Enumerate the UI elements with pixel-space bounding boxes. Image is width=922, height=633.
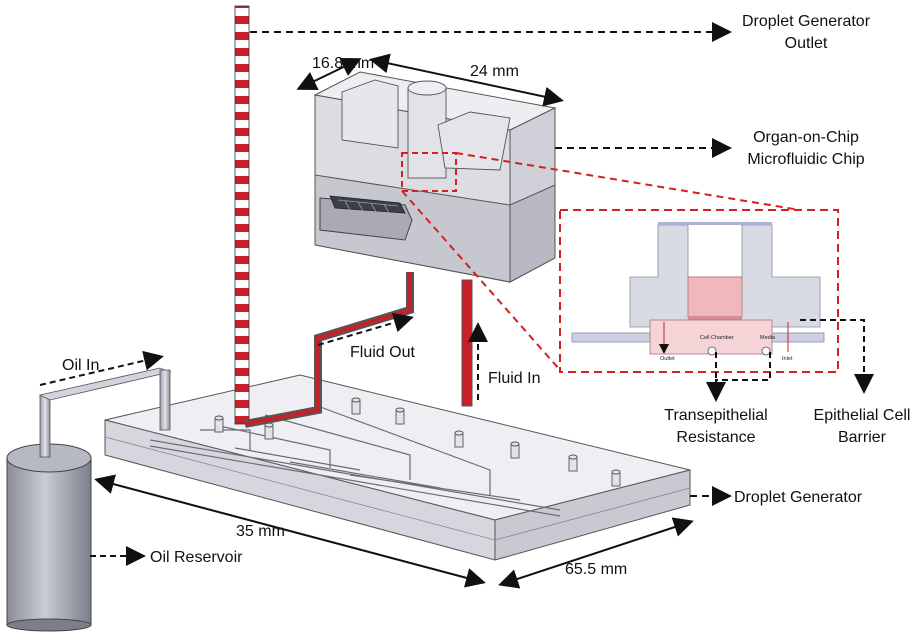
label-transepithelial-2: Resistance [676, 429, 755, 446]
inset-media-label: Media [760, 335, 776, 341]
inset-cross-section: Cell Chamber Media Outlet Inlet [559, 209, 839, 373]
dim-chip-depth-label: 16.8 mm [312, 55, 374, 72]
label-droplet-generator-outlet-2: Outlet [785, 35, 828, 52]
label-fluid-in: Fluid In [488, 370, 540, 387]
dim-base-depth-label: 65.5 mm [565, 561, 627, 578]
oil-reservoir [6, 443, 92, 632]
fluid-in-tube [461, 279, 473, 407]
inset-inlet-label: Inlet [782, 356, 793, 362]
dim-chip-width-arrow [369, 53, 564, 107]
outlet-tube [234, 5, 250, 425]
label-organ-on-chip-1: Organ-on-Chip [753, 129, 859, 146]
base-posts [214, 397, 621, 487]
fluid-out-tube [244, 272, 414, 428]
dim-chip-depth-arrow [296, 57, 362, 91]
epithelial-callout-line [800, 319, 874, 394]
label-transepithelial-1: Transepithelial [664, 407, 767, 424]
label-oil-in: Oil In [62, 357, 99, 374]
zoom-line-top [455, 152, 801, 211]
dim-base-width-label: 35 mm [236, 523, 285, 540]
dim-base-width-arrow [94, 474, 486, 588]
label-epithelial-1: Epithelial Cell [814, 407, 911, 424]
chip-highlight-box [401, 152, 457, 192]
droplet-generator-base [104, 374, 691, 561]
zoom-line-bottom [401, 190, 561, 371]
dim-chip-width-label: 24 mm [470, 63, 519, 80]
organ-on-chip-block [313, 71, 557, 283]
inset-cell-chamber-label: Cell Chamber [700, 335, 734, 341]
label-oil-reservoir: Oil Reservoir [150, 549, 243, 566]
label-organ-on-chip-2: Microfluidic Chip [747, 151, 864, 168]
oil-pipe [38, 367, 172, 458]
label-droplet-generator-outlet-1: Droplet Generator [742, 13, 871, 30]
label-fluid-out: Fluid Out [350, 344, 415, 361]
label-droplet-generator: Droplet Generator [734, 489, 863, 506]
label-epithelial-2: Barrier [838, 429, 887, 446]
tr-callout-line [716, 352, 771, 398]
dim-base-depth-arrow [498, 517, 694, 589]
fluid-out-arrow [317, 312, 414, 346]
inset-outlet-label: Outlet [660, 356, 675, 362]
oil-in-arrow [39, 350, 164, 386]
